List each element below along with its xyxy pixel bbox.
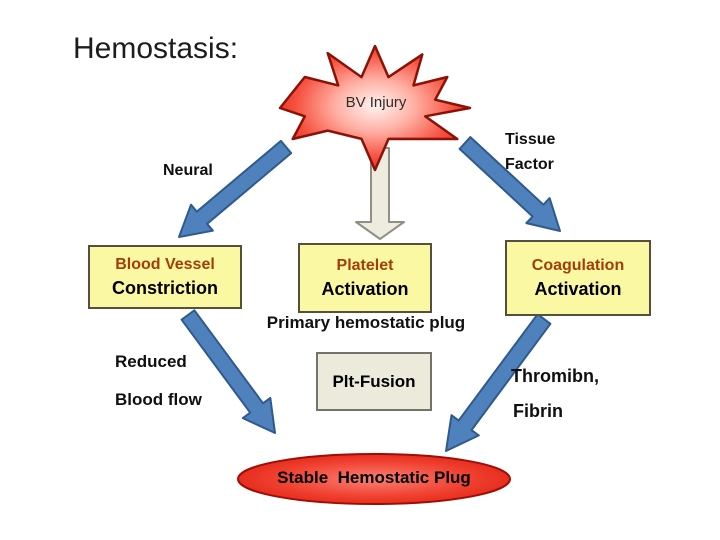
box-heading: Blood Vessel bbox=[115, 256, 215, 273]
thrombin-label: Thromibn, bbox=[511, 366, 599, 386]
blood-vessel-constriction-box: Blood Vessel Constriction bbox=[88, 245, 242, 309]
box-heading: Platelet bbox=[336, 257, 394, 274]
box-subheading: Activation bbox=[534, 279, 622, 299]
box-subheading: Activation bbox=[321, 279, 409, 299]
slide-title: Hemostasis: bbox=[73, 32, 239, 65]
box-heading: Coagulation bbox=[531, 257, 625, 274]
plt-fusion-label: Plt-Fusion bbox=[332, 371, 416, 391]
tissue-factor-line1: Tissue bbox=[505, 131, 556, 148]
coagulation-activation-box: Coagulation Activation bbox=[505, 240, 651, 316]
bv-injury-label: BV Injury bbox=[345, 94, 407, 111]
platelet-activation-arrow bbox=[355, 147, 405, 240]
stable-plug-ellipse bbox=[237, 453, 511, 505]
tissue-factor-arrow bbox=[458, 136, 561, 232]
primary-hemostatic-plug-label: Primary hemostatic plug bbox=[266, 313, 466, 332]
neural-arrow bbox=[178, 139, 293, 238]
fibrin-label: Fibrin bbox=[513, 401, 563, 421]
thrombin-fibrin-arrow bbox=[445, 313, 552, 452]
tissue-factor-label: Tissue Factor bbox=[505, 127, 555, 177]
platelet-activation-box: Platelet Activation bbox=[298, 243, 432, 313]
box-subheading: Constriction bbox=[112, 278, 218, 298]
tissue-factor-line2: Factor bbox=[505, 156, 554, 173]
plt-fusion-box: Plt-Fusion bbox=[316, 352, 432, 411]
blood-flow-label: Blood flow bbox=[115, 390, 202, 409]
reduced-blood-flow-arrow bbox=[180, 309, 276, 434]
reduced-label: Reduced bbox=[115, 352, 187, 371]
bv-injury-burst bbox=[278, 44, 472, 172]
neural-label: Neural bbox=[163, 162, 213, 179]
stable-plug-label: Stable Hemostatic Plug bbox=[277, 468, 471, 487]
